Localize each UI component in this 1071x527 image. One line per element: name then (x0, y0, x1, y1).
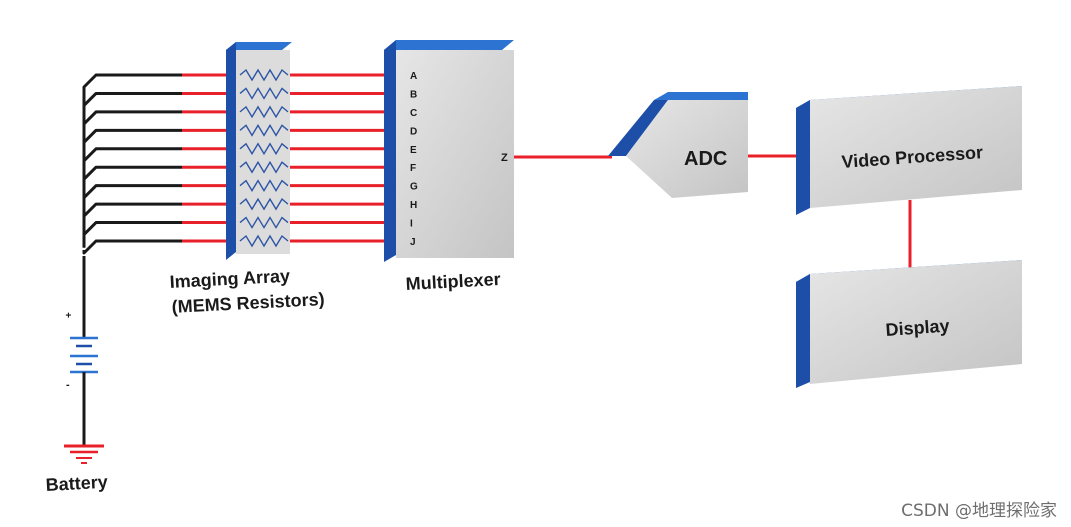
mux-input-label: B (410, 89, 417, 100)
battery-label: Battery (45, 472, 108, 495)
video-processor-side (796, 100, 810, 215)
adc-side (608, 100, 668, 156)
resistor-icon (239, 197, 289, 211)
display-side (796, 274, 810, 388)
multiplexer-side (384, 40, 396, 262)
imaging-array-top (226, 42, 292, 50)
battery-lead (82, 202, 182, 246)
battery-lead (82, 184, 182, 244)
battery-lead (82, 128, 182, 237)
resistor-icon (239, 179, 289, 193)
resistor-icon (239, 234, 289, 248)
mux-input-label: G (410, 182, 418, 193)
mux-input-label: J (410, 237, 416, 248)
battery-lead (82, 221, 182, 248)
battery-leads (82, 73, 182, 255)
adc-face (626, 100, 748, 198)
adc-top (654, 92, 748, 100)
battery-lead (82, 239, 182, 255)
multiplexer-top (384, 40, 514, 50)
mux-input-label: E (410, 145, 417, 156)
video-processor-face (810, 86, 1022, 208)
resistor-icon (239, 105, 289, 119)
resistor-icon (239, 142, 289, 156)
battery-lead (82, 147, 182, 239)
battery-minus-sign: - (66, 379, 70, 391)
battery-plus-sign: + (64, 312, 75, 318)
mux-input-label: H (410, 200, 417, 211)
battery-lead (82, 73, 182, 231)
mux-input-label: F (410, 163, 416, 174)
ground-icon (64, 444, 104, 464)
watermark: CSDN @地理探险家 (901, 501, 1057, 521)
imaging-array-side (226, 42, 236, 260)
adc-block: ADC (608, 92, 748, 198)
battery: + - Battery (45, 256, 108, 495)
multiplexer-face (396, 50, 514, 258)
resistor-icon (239, 123, 289, 137)
display-label: Display (885, 316, 950, 340)
mux-output-label: Z (501, 152, 508, 164)
imaging-array-label-line1: Imaging Array (169, 266, 290, 292)
mux-input-label: C (410, 108, 417, 119)
video-processor-block: Video Processor (796, 86, 1022, 215)
display-face (810, 260, 1022, 384)
resistor-icon (239, 216, 289, 229)
display-block: Display (796, 260, 1022, 388)
adc-label: ADC (684, 148, 727, 170)
multiplexer-label: Multiplexer (405, 269, 501, 294)
mux-input-label: D (410, 126, 417, 137)
array-to-mux-wires (182, 73, 398, 243)
resistor-icon (239, 68, 289, 82)
resistor-icon (239, 87, 289, 100)
battery-lead (82, 91, 182, 233)
imaging-array-label-line2: (MEMS Resistors) (171, 289, 325, 317)
imaging-array (226, 42, 292, 260)
resistor-zigzags (239, 68, 289, 248)
mux-input-label: A (410, 71, 417, 82)
resistor-icon (239, 160, 289, 174)
mux-input-label: I (410, 219, 413, 230)
